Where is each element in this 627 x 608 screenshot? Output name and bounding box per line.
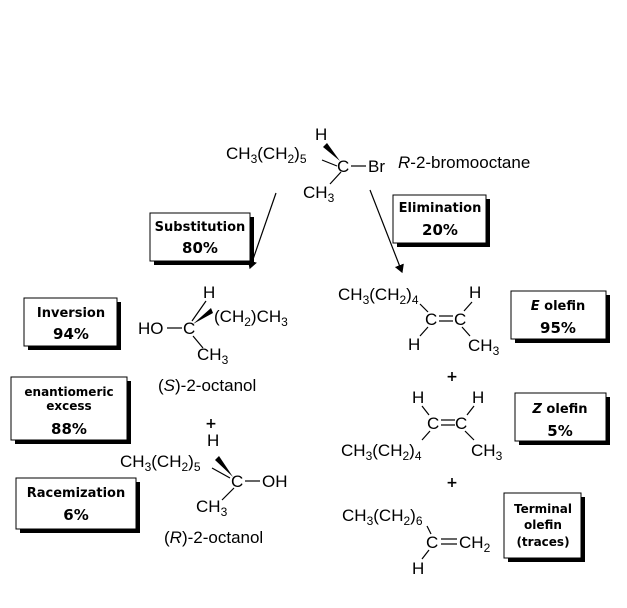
s-oct-c: C (183, 319, 195, 338)
1-octene: CH3(CH2)6 C CH2 H (342, 506, 491, 578)
t-h: H (412, 559, 424, 578)
start-name: R-2-bromooctane (398, 153, 530, 172)
elimination-label: Elimination (399, 201, 482, 216)
s-bond-c-ch3 (192, 335, 204, 349)
e-chain: CH3(CH2)4 (338, 285, 419, 307)
z-olefin-label: Z olefin (531, 402, 587, 417)
z-h-left: H (412, 388, 424, 407)
substitution-label: Substitution (155, 220, 246, 235)
arrow-substitution (247, 192, 277, 270)
substitution-value: 80% (182, 239, 218, 257)
e-olefin-value: 95% (540, 319, 576, 337)
racemization-box: Racemization 6% (15, 477, 140, 533)
wedge-bond-h (323, 143, 340, 161)
r-bond-chain-c (211, 467, 231, 479)
inversion-box: Inversion 94% (23, 297, 121, 350)
r-oct-h: H (207, 431, 219, 450)
e-c2: C (454, 310, 466, 329)
z-chain: CH3(CH2)4 (341, 441, 422, 463)
r-oct-chain: CH3(CH2)5 (120, 452, 201, 474)
enantiomeric-excess-box: enantiomeric excess 88% (10, 376, 131, 444)
plus-sign-1: + (205, 416, 217, 432)
inversion-value: 94% (53, 325, 89, 343)
e-2-octene: CH3(CH2)4 H C C H CH3 (338, 283, 500, 358)
start-c: C (337, 157, 349, 176)
e-bond-h (463, 301, 473, 312)
e-c1: C (425, 310, 437, 329)
racemization-label: Racemization (27, 486, 126, 501)
z-h-right: H (472, 388, 484, 407)
z-c1: C (427, 414, 439, 433)
e-bond-chain (419, 303, 429, 313)
t-c2: CH2 (459, 533, 491, 555)
e-bond-h-bot (419, 326, 429, 337)
s-oct-h: H (203, 283, 215, 302)
s-oct-name: (S)-2-octanol (158, 376, 256, 395)
start-h: H (315, 125, 327, 144)
s-bond-c-h (191, 300, 207, 322)
z-bond-ch3 (464, 430, 475, 441)
t-c1: C (426, 533, 438, 552)
z-olefin-value: 5% (547, 422, 572, 440)
s-2-octanol: H HO C (CH2)CH3 CH3 (S)-2-octanol (138, 283, 288, 395)
terminal-line1: Terminal (514, 502, 572, 516)
t-bond-chain (426, 525, 432, 535)
t-bond-h (421, 549, 430, 560)
e-h-bot: H (408, 335, 420, 354)
r-bond-c-ch3 (221, 487, 235, 501)
r-oct-oh: OH (262, 472, 288, 491)
s-oct-ch3: CH3 (197, 345, 229, 367)
s-oct-ho: HO (138, 319, 164, 338)
terminal-line3: (traces) (516, 535, 569, 549)
r-wedge-h (215, 456, 233, 477)
e-bond-ch3 (461, 326, 471, 337)
bond-chain-c (321, 159, 338, 167)
s-wedge-chain (193, 308, 213, 324)
r-oct-name: (R)-2-octanol (164, 528, 263, 547)
bond-c-ch3 (329, 171, 342, 185)
ee-label-line1: enantiomeric (24, 385, 113, 399)
s-oct-chain: (CH2)CH3 (214, 307, 288, 329)
z-ch3: CH3 (471, 441, 503, 463)
z-c2: C (455, 414, 467, 433)
inversion-label: Inversion (37, 306, 105, 321)
r-2-octanol: H CH3(CH2)5 C OH CH3 (R)-2-octanol (120, 431, 288, 547)
r-oct-ch3: CH3 (196, 497, 228, 519)
e-h-top: H (469, 283, 481, 302)
z-bond-h-left (421, 405, 430, 416)
r-oct-c: C (231, 472, 243, 491)
t-chain: CH3(CH2)6 (342, 506, 423, 528)
start-br: Br (368, 157, 385, 176)
e-olefin-box: E olefin 95% (510, 290, 610, 343)
elimination-box: Elimination 20% (392, 194, 490, 247)
z-2-octene: H H C C CH3(CH2)4 CH3 (341, 388, 503, 463)
elimination-value: 20% (422, 221, 458, 239)
e-ch3: CH3 (468, 336, 500, 358)
e-olefin-label: E olefin (531, 299, 586, 314)
ee-value: 88% (51, 420, 87, 438)
ee-label-line2: excess (46, 399, 91, 413)
plus-sign-3: + (446, 475, 458, 491)
starting-material-2-bromooctane: CH3(CH2)5 H C Br CH3 R-2-bromooctane (226, 125, 530, 205)
z-bond-chain (421, 430, 431, 441)
z-bond-h-right (466, 405, 475, 416)
start-chain: CH3(CH2)5 (226, 144, 307, 166)
plus-sign-2: + (446, 369, 458, 385)
substitution-box: Substitution 80% (149, 212, 254, 265)
racemization-value: 6% (63, 506, 88, 524)
arrow-elimination (369, 189, 404, 274)
start-ch3: CH3 (303, 183, 335, 205)
z-olefin-box: Z olefin 5% (514, 392, 610, 445)
terminal-olefin-box: Terminal olefin (traces) (503, 492, 585, 562)
terminal-line2: olefin (524, 518, 562, 532)
